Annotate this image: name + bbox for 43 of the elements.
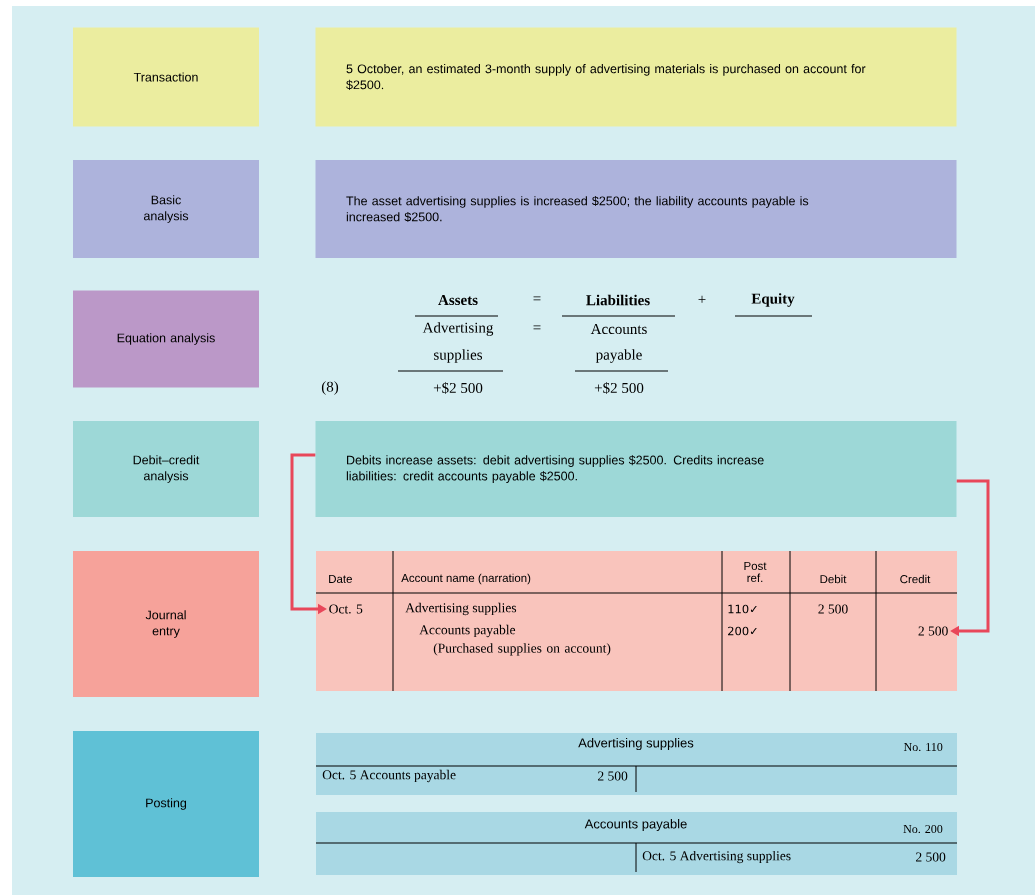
description-box: Debits increase assets: debit advertising supplies $2500. Credits increase liabilities: credit accounts payable $2500.	[315, 421, 957, 517]
equation-term: (8)	[321, 381, 339, 395]
description-box: The asset advertising supplies is increased $2500; the liability accounts payable is increased $2500.	[315, 160, 957, 258]
account-number: No. 110	[903, 742, 943, 752]
equation-term: Assets	[438, 295, 478, 306]
step-box: Equation analysis	[73, 290, 259, 388]
step-box: Debit–credit analysis	[73, 421, 259, 517]
equation-term: +$2 500	[433, 382, 483, 394]
table-cell: Oct. 5	[329, 604, 363, 614]
table-cell: (Purchased supplies on account)	[433, 643, 611, 656]
table-cell: 2 500	[918, 626, 948, 636]
column-header: Credit	[900, 574, 931, 584]
step-box: Posting	[73, 731, 259, 877]
column-header: Debit	[820, 574, 847, 584]
account-number: No. 200	[903, 824, 943, 834]
ledger-entry: Oct. 5 Accounts payable	[322, 769, 456, 783]
step-box: Transaction	[73, 27, 259, 127]
ledger-amount: 2 500	[916, 852, 946, 862]
column-header: Account name (narration)	[401, 573, 531, 585]
account-title: Advertising supplies	[578, 737, 694, 751]
equation-term: =	[533, 296, 541, 301]
ledger-amount: 2 500	[598, 771, 628, 781]
table-cell: 2 500	[818, 604, 848, 614]
table-cell: Accounts payable	[419, 624, 516, 638]
table-cell: 110✓	[728, 604, 757, 614]
account-title: Accounts payable	[584, 818, 687, 832]
description-box: 5 October, an estimated 3-month supply of advertising materials is purchased on account for $2500.	[315, 27, 957, 127]
column-header: Date	[329, 575, 352, 583]
table-cell: Advertising supplies	[405, 602, 517, 616]
equation-term: +$2 500	[594, 382, 644, 394]
table-cell: 200✓	[728, 626, 757, 636]
equation-term: payable	[595, 349, 642, 363]
ledger-entry: Oct. 5 Advertising supplies	[642, 850, 791, 864]
column-header: Post ref.	[744, 562, 767, 582]
equation-term: =	[533, 325, 541, 330]
equation-term: Accounts	[590, 324, 647, 335]
equation-term: Equity	[751, 293, 795, 307]
equation-term: Advertising	[422, 322, 494, 336]
step-box: Basic analysis	[73, 160, 259, 258]
equation-term: Liabilities	[586, 294, 650, 306]
step-box: Journal entry	[73, 551, 259, 697]
equation-term: +	[698, 295, 706, 303]
equation-term: supplies	[434, 349, 483, 363]
